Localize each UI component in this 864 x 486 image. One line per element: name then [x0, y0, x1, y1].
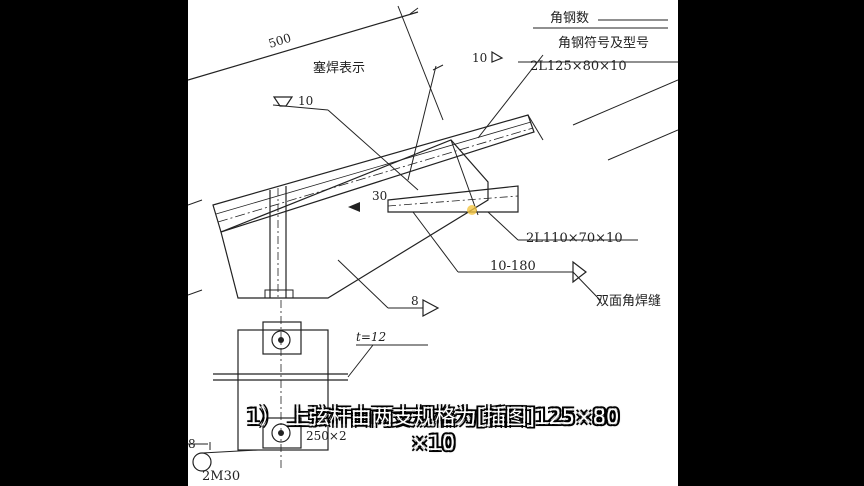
weld-size-top-label: 10 [472, 51, 487, 65]
double-fillet-label: 双面角焊缝 [596, 293, 661, 309]
dimension-line [188, 11, 419, 81]
plate-spec-label: 10-180 [490, 259, 536, 274]
plug-weld-size-label: 10 [298, 94, 313, 108]
angle-count-label: 角钢数 [550, 11, 589, 26]
bolt-spec-label: 2M30 [202, 469, 240, 484]
truss-joint-drawing: 500 10 角钢数 角钢符号及型号 2L125×80×10 塞焊表示 10 3… [188, 5, 678, 484]
weld-size-bottom-label: 8 [188, 437, 196, 451]
bottom-dimension-label: 250×2 [306, 429, 347, 443]
fillet-weld-icon [491, 50, 504, 63]
caption-line-1: 1） 上弦杆由两支规格为[插图]125×80 [246, 405, 620, 429]
double-fillet-weld-icon [572, 260, 587, 284]
diagonal-spec-label: 2L110×70×10 [526, 231, 623, 246]
plug-weld-icon [272, 96, 294, 107]
caption-line-2: ×10 [410, 431, 456, 455]
weld-highlight [467, 205, 477, 215]
angle-symbol-label: 角钢符号及型号 [558, 35, 649, 51]
dimension-500-label: 500 [267, 31, 293, 51]
extension-line [397, 5, 444, 121]
angle-30-label: 30 [372, 189, 387, 203]
engineering-drawing: 500 10 角钢数 角钢符号及型号 2L125×80×10 塞焊表示 10 3… [188, 0, 678, 486]
weld-size-8-label: 8 [411, 294, 419, 308]
top-chord [212, 114, 535, 233]
bottom-plate [237, 329, 329, 451]
plate-thickness-label: t=12 [356, 330, 386, 344]
weld-8-icon [422, 299, 440, 317]
video-caption: 1） 上弦杆由两支规格为[插图]125×80 ×10 [188, 404, 678, 456]
bracket [262, 321, 302, 355]
top-chord-spec-label: 2L125×80×10 [530, 59, 627, 74]
plug-weld-label: 塞焊表示 [313, 60, 365, 76]
diagonal-member [387, 185, 519, 213]
